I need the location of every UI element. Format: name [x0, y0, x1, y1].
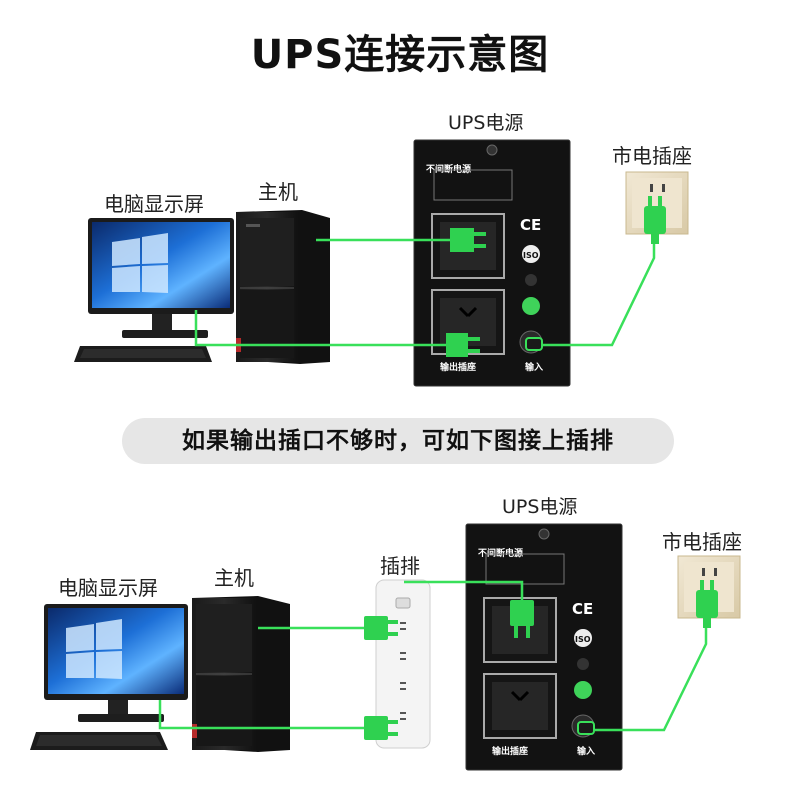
cables-bottom [158, 580, 708, 732]
monitor-label-bottom: 电脑显示屏 [58, 576, 158, 600]
ups-unit-bottom: 不间断电源 输出插座 CE ISO 输入 [465, 523, 623, 771]
ups-input-label-bottom: 输入 [577, 745, 595, 757]
note-banner-text: 如果输出插口不够时，可如下图接上插排 [182, 428, 614, 454]
iso-mark-top: ISO [523, 251, 539, 260]
monitor-bottom [44, 604, 188, 722]
ups-brand-text-bottom: 不间断电源 [478, 547, 523, 559]
plug-ups-input-top [525, 337, 543, 351]
plug-ups-input-bottom [577, 721, 595, 735]
iso-mark-bottom: ISO [575, 635, 591, 644]
ups-input-label-top: 输入 [525, 361, 543, 373]
pc-label-top: 主机 [258, 180, 298, 204]
ce-mark-top: CE [520, 216, 541, 234]
monitor-top [88, 218, 234, 338]
plug-strip-1 [364, 616, 398, 640]
pc-tower-bottom [192, 596, 290, 752]
plug-strip-2 [364, 716, 398, 740]
plug-wall-bottom [696, 580, 718, 628]
wall-outlet-label-bottom: 市电插座 [662, 530, 742, 554]
pc-tower-top [236, 210, 330, 364]
ups-output-label-bottom: 输出插座 [492, 745, 528, 757]
ups-output-label-top: 输出插座 [440, 361, 476, 373]
wall-outlet-label-top: 市电插座 [612, 144, 692, 168]
plug-ups-outlet-bottom [510, 600, 534, 638]
plug-wall-top [644, 196, 666, 244]
keyboard-bottom [30, 732, 168, 750]
ups-label-bottom: UPS电源 [502, 496, 578, 518]
page-title: UPS连接示意图 [250, 32, 550, 78]
pc-label-bottom: 主机 [214, 566, 254, 590]
ups-label-top: UPS电源 [448, 112, 524, 134]
monitor-label-top: 电脑显示屏 [104, 192, 204, 216]
ups-brand-text-top: 不间断电源 [426, 163, 471, 175]
plug-ups-outlet-2-top [446, 333, 480, 357]
power-strip-label: 插排 [380, 554, 420, 578]
plug-ups-outlet-1-top [450, 228, 486, 252]
ce-mark-bottom: CE [572, 600, 593, 618]
keyboard-top [74, 346, 212, 362]
note-banner: 如果输出插口不够时，可如下图接上插排 [122, 418, 674, 464]
ups-unit-top: 不间断电源 输出插座 CE ISO 输入 [413, 139, 571, 387]
cables-top [194, 236, 656, 347]
